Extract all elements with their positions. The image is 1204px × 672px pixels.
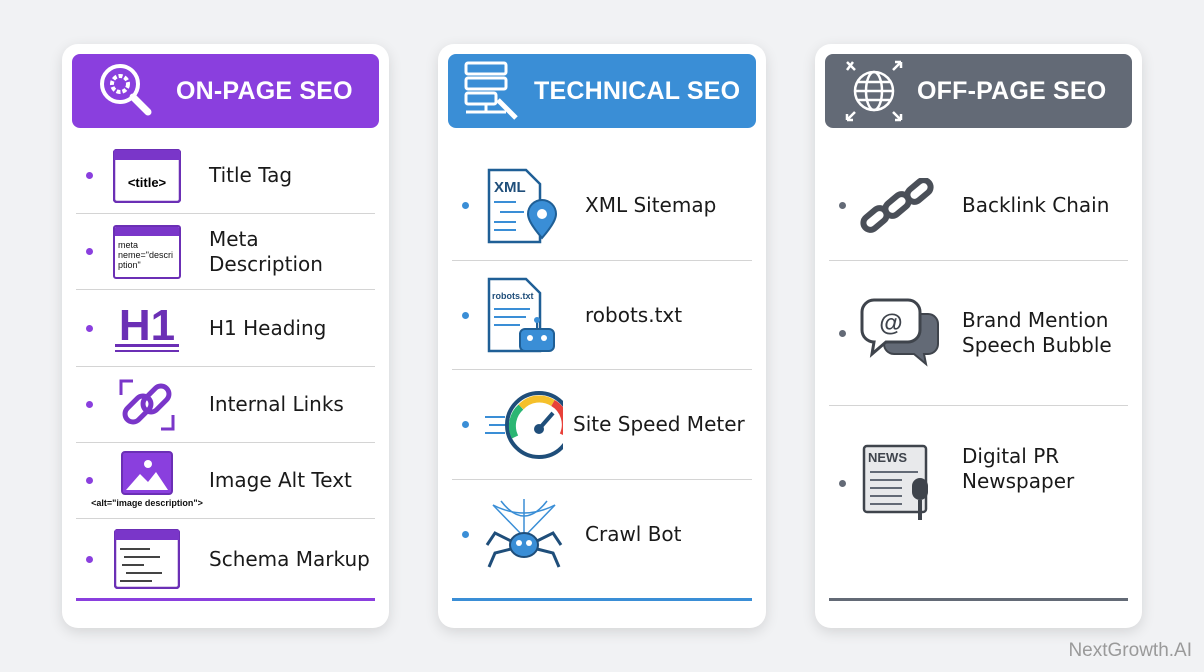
list-item: Internal Links bbox=[76, 367, 375, 443]
list-item: <title>Title Tag bbox=[76, 138, 375, 214]
image-icon: <alt="image description"> bbox=[91, 450, 203, 511]
globe-expand-icon bbox=[845, 60, 903, 122]
meta-description-code: meta neme="description" bbox=[118, 239, 173, 270]
divider bbox=[76, 598, 375, 601]
list-item: meta neme="description"Meta Description bbox=[76, 214, 375, 290]
brand-watermark: NextGrowth.AI bbox=[1068, 640, 1192, 661]
chain-icon bbox=[860, 177, 940, 234]
server-wrench-icon bbox=[464, 61, 518, 120]
svg-text:<title>: <title> bbox=[128, 175, 167, 190]
code-window-icon bbox=[107, 529, 187, 589]
speedometer-icon bbox=[483, 387, 563, 463]
alt-text-caption: <alt="image description"> bbox=[91, 497, 203, 508]
svg-text:XML: XML bbox=[494, 179, 526, 196]
at-speech-bubble-icon: @ bbox=[860, 298, 940, 368]
spider-web-icon bbox=[483, 497, 563, 573]
on-page-seo-header: ON-PAGE SEO bbox=[72, 54, 379, 128]
off-page-seo-header: OFF-PAGE SEO bbox=[825, 54, 1132, 128]
chain-link-arrows-icon bbox=[107, 375, 187, 435]
svg-text:robots.txt: robots.txt bbox=[492, 291, 534, 301]
list-item: Schema Markup bbox=[76, 519, 375, 599]
list-item: Site Speed Meter bbox=[452, 370, 752, 480]
column-title: TECHNICAL SEO bbox=[534, 76, 741, 105]
xml-file-location-icon: XML bbox=[483, 168, 563, 244]
list-item: <alt="image description">Image Alt Text bbox=[76, 443, 375, 519]
list-item: Backlink Chain bbox=[829, 151, 1128, 261]
title-tag-window-icon: <title> bbox=[107, 148, 187, 203]
svg-text:NEWS: NEWS bbox=[868, 450, 907, 465]
svg-text:@: @ bbox=[879, 310, 902, 337]
column-title: ON-PAGE SEO bbox=[176, 76, 353, 105]
off-page-seo-card: OFF-PAGE SEO Backlink Chain @ Brand Menti… bbox=[815, 44, 1142, 628]
technical-seo-header: TECHNICAL SEO bbox=[448, 54, 756, 128]
robot-file-icon: robots.txt bbox=[483, 277, 563, 353]
divider bbox=[452, 598, 752, 601]
magnifier-gear-icon bbox=[100, 64, 152, 116]
on-page-seo-card: ON-PAGE SEO <title>Title Tag meta neme="… bbox=[62, 44, 389, 628]
meta-description-window-icon: meta neme="description" bbox=[107, 224, 187, 279]
newspaper-microphone-icon: NEWS bbox=[860, 444, 940, 524]
svg-text:H1: H1 bbox=[119, 301, 175, 350]
divider bbox=[829, 598, 1128, 601]
column-title: OFF-PAGE SEO bbox=[917, 76, 1107, 105]
list-item: Crawl Bot bbox=[452, 480, 752, 589]
h1-heading-icon: H1 bbox=[107, 300, 187, 356]
